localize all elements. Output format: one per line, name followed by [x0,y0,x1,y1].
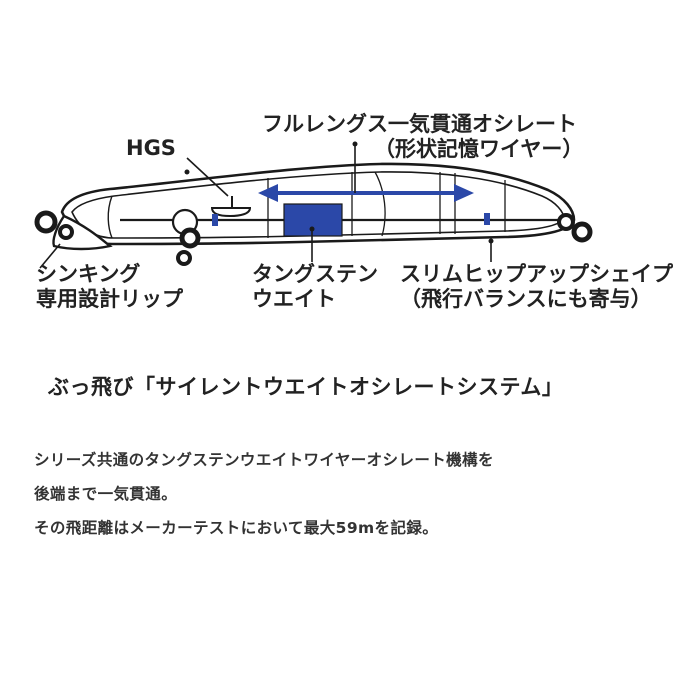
label-hgs-text: HGS [126,136,176,160]
label-tungsten-line1: タングステン [252,262,378,286]
rib-3 [374,171,386,237]
label-slim-hip: スリムヒップアップシェイプ （飛行バランスにも寄与） [400,262,673,312]
label-sinking-lip-line2: 専用設計リップ [36,287,183,311]
front-line-eye [58,224,74,240]
tail-ring-2 [571,221,593,243]
lure-diagram [34,141,593,269]
wire-stopper-rear [484,213,490,225]
label-sinking-lip-line1: シンキング [36,262,141,286]
leader-lip [39,243,61,269]
tail-split-ring [557,213,575,231]
label-slim-hip-line2: （飛行バランスにも寄与） [400,287,652,311]
hgs-plate [210,207,252,218]
front-split-ring [34,210,58,234]
wire-stopper-front [212,214,218,226]
label-tungsten: タングステン ウエイト [252,262,378,312]
travel-arrow [258,184,474,202]
description-line-3: その飛距離はメーカーテストにおいて最大59mを記録。 [34,519,439,537]
description-line-1: シリーズ共通のタングステンウエイトワイヤーオシレート機構を [34,451,494,469]
label-full-length-line2: （形状記憶ワイヤー） [374,137,584,161]
label-full-length-line1: フルレングス一気貫通オシレート [262,112,577,136]
leader-hgs [186,157,229,197]
body-dot-1 [184,169,190,175]
system-heading: ぶっ飛び「サイレントウエイトオシレートシステム」 [48,375,564,399]
label-tungsten-line2: ウエイト [252,287,336,311]
label-full-length: フルレングス一気貫通オシレート （形状記憶ワイヤー） [262,112,583,162]
head-gill-line [107,195,113,239]
belly-split-ring [179,227,201,249]
leader-lines [39,144,492,269]
eyes-and-rings [34,208,593,266]
description-line-2: 後端まで一気貫通。 [34,485,178,503]
system-description: シリーズ共通のタングステンウエイトワイヤーオシレート機構を 後端まで一気貫通。 … [34,443,494,545]
label-sinking-lip: シンキング 専用設計リップ [36,262,183,312]
label-slim-hip-line1: スリムヒップアップシェイプ [400,262,673,286]
label-hgs: HGS [126,136,176,161]
belly-ring-2 [176,250,192,266]
